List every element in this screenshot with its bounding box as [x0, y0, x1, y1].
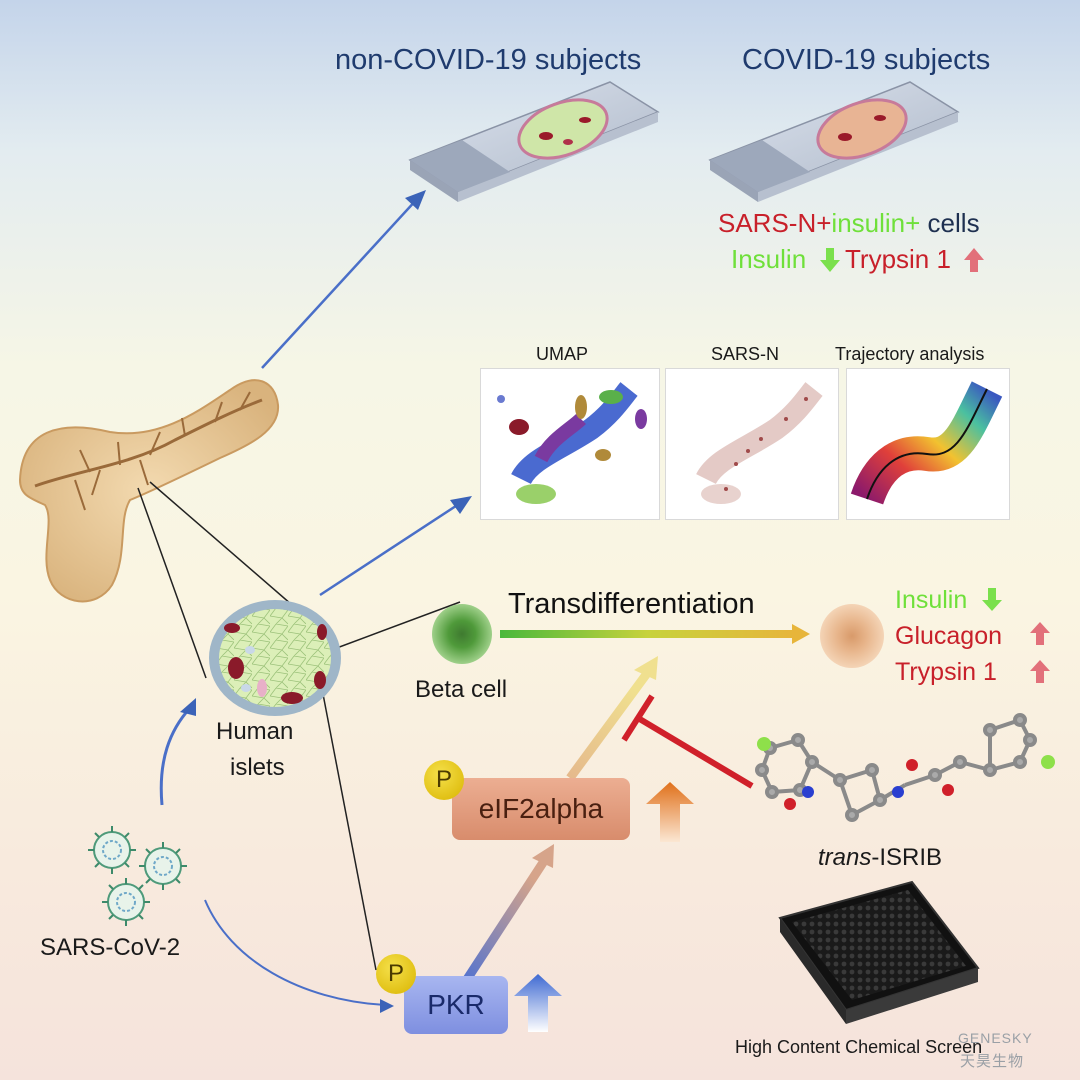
isrib-suffix: -ISRIB [871, 844, 943, 871]
outcome-glucagon: Glucagon [895, 622, 1003, 650]
finding-trypsin: Trypsin 1 [845, 244, 951, 274]
eif2alpha-label: eIF2alpha [478, 793, 604, 824]
pathway-arrow-pkr-to-eif [456, 844, 554, 993]
panel-title-sars-n: SARS-N [711, 344, 780, 364]
arrow-to-panels [319, 496, 472, 597]
beta-cell-illustration [432, 604, 492, 664]
sars-n-positive-label: SARS-N+ [718, 208, 832, 238]
transdifferentiation-title: Transdifferentiation [508, 588, 755, 620]
trans-prefix: trans [818, 844, 872, 871]
outcome-insulin: Insulin [895, 586, 968, 614]
panel-title-umap: UMAP [536, 344, 589, 364]
cells-label: cells [920, 208, 980, 238]
header-non-covid: non-COVID-19 subjects [335, 44, 642, 76]
arrow-virus-to-islet [159, 698, 196, 806]
umap-panel [480, 368, 660, 520]
human-islet-illustration [209, 600, 341, 716]
slide-covid [708, 81, 960, 202]
panel-title-trajectory: Trajectory analysis [835, 344, 985, 364]
pathway-arrow-eif-to-trans [566, 656, 658, 781]
arrow-virus-to-pkr [204, 899, 394, 1013]
transdifferentiated-cell [820, 604, 884, 668]
zoom-line-4 [325, 601, 461, 653]
glucagon-up-arrow [1030, 622, 1050, 645]
islets-label-line2: islets [230, 754, 285, 781]
pkr-label: PKR [427, 989, 485, 1020]
finding-line-1: SARS-N+insulin+ cells [718, 210, 980, 236]
eif-phospho-label: P [435, 766, 452, 793]
virus-particles [88, 826, 187, 926]
pkr-up-arrow [514, 974, 562, 1032]
insulin-down-arrow-2 [982, 588, 1002, 611]
zoom-line-2 [149, 481, 315, 625]
watermark-line2: 天昊生物 [960, 1053, 1025, 1070]
transdifferentiation-arrow [500, 624, 810, 644]
sars-cov-2-label: SARS-CoV-2 [40, 934, 181, 961]
arrow-to-slides [261, 190, 426, 369]
beta-cell-label: Beta cell [415, 676, 508, 703]
pkr-phospho-badge: P [376, 954, 416, 994]
insulin-positive-label: insulin+ [831, 208, 921, 238]
header-covid: COVID-19 subjects [742, 44, 991, 76]
trypsin-up-arrow [964, 248, 984, 272]
trans-isrib-label: trans-ISRIB [818, 846, 942, 870]
watermark-line1: GENESKY [958, 1030, 1033, 1046]
eif-phospho-badge: P [424, 760, 464, 800]
isrib-molecule [755, 713, 1055, 822]
trypsin-up-arrow-2 [1030, 660, 1050, 683]
sars-n-panel [665, 368, 839, 520]
islets-label-line1: Human [216, 718, 294, 745]
insulin-down-arrow [820, 248, 840, 272]
pkr-box: PKR [404, 976, 508, 1034]
microplate-illustration [778, 880, 980, 1024]
pkr-phospho-label: P [387, 960, 404, 987]
screen-label: High Content Chemical Screen [735, 1037, 983, 1057]
outcome-trypsin: Trypsin 1 [895, 658, 997, 686]
pancreas-illustration [18, 379, 280, 603]
eif-up-arrow [646, 782, 694, 842]
zoom-line-3 [317, 667, 377, 971]
zoom-line-1 [137, 487, 207, 679]
finding-insulin: Insulin [731, 244, 807, 274]
isrib-inhibition-bar [621, 694, 754, 789]
eif2alpha-box: eIF2alpha [452, 778, 630, 840]
slide-non-covid [408, 81, 660, 202]
trajectory-panel [846, 368, 1010, 520]
